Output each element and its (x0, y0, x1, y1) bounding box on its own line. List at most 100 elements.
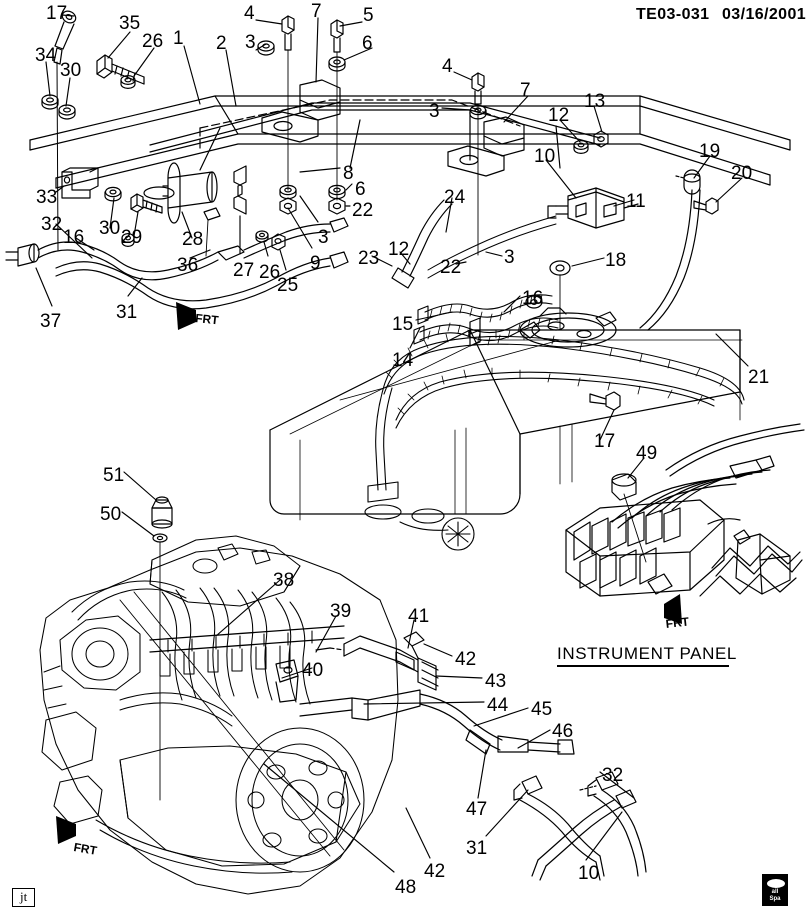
part-28-fuel-filter (143, 162, 218, 224)
callout-number: 7 (311, 1, 322, 22)
part-16-clip-mid (525, 295, 543, 309)
section-label-instrument-panel: INSTRUMENT PANEL (557, 644, 737, 663)
callout-number: 6 (355, 179, 366, 200)
part-22-nut-a (279, 197, 297, 215)
callout-number: 42 (455, 649, 477, 670)
callout-number: 30 (60, 60, 82, 81)
part-34-washer (41, 94, 59, 110)
part-17-rod (53, 10, 77, 251)
part-3-washer-right (469, 104, 487, 120)
callout-number: 2 (216, 33, 227, 54)
callout-number: 12 (548, 105, 570, 126)
part-11-module (555, 187, 639, 229)
callout-number: 30 (99, 218, 121, 239)
callout-number: 3 (429, 101, 440, 122)
drawing-date: 03/16/2001 (722, 6, 807, 23)
logo-line-1: all (771, 889, 779, 895)
callout-number: 4 (442, 56, 453, 77)
callout-number: 40 (302, 660, 324, 681)
callout-number: 25 (277, 275, 299, 296)
drawing-number: TE03-031 (636, 6, 710, 23)
part-49-grommet (611, 473, 647, 563)
callout-number: 22 (440, 257, 462, 278)
callout-number: 12 (388, 239, 410, 260)
callout-number: 20 (731, 163, 753, 184)
part-7-bracket-left (261, 79, 341, 143)
callout-number: 31 (116, 302, 138, 323)
instrument-panel-assembly (565, 423, 805, 597)
callout-number: 23 (358, 248, 380, 269)
callout-number: 9 (310, 253, 321, 274)
callout-number: 7 (520, 80, 531, 101)
frt-label-tank: FRT (194, 311, 220, 328)
callout-number: 36 (177, 255, 199, 276)
callout-number: 32 (602, 765, 624, 786)
publisher-logo: all Spa (762, 874, 788, 906)
part-5-bolt (330, 19, 344, 201)
part-36-fitting (203, 207, 221, 257)
callout-number: 16 (522, 288, 544, 309)
callout-number: 29 (121, 227, 143, 248)
callout-number: 13 (584, 91, 606, 112)
part-4-bolt-right (471, 72, 485, 256)
hose-19-to-tank (639, 189, 693, 329)
callout-number: 47 (466, 799, 488, 820)
callout-number: 38 (273, 570, 295, 591)
logo-oval (767, 879, 785, 888)
frt-arrows (56, 302, 682, 844)
callout-number: 28 (182, 229, 204, 250)
callout-number: 50 (100, 504, 122, 525)
callout-number: 24 (444, 187, 466, 208)
callout-number: 5 (363, 5, 374, 26)
lower-left-hose-assembly (5, 217, 349, 310)
part-33-bracket (61, 167, 99, 199)
logo-line-2: Spa (769, 896, 781, 902)
part-7-bracket-right (447, 116, 525, 177)
callout-number: 33 (36, 187, 58, 208)
part-51-cap (151, 496, 173, 529)
artist-stamp: jt (12, 888, 36, 907)
part-16-clip-left (121, 233, 135, 247)
callout-number: 42 (424, 861, 446, 882)
part-13-nut (593, 130, 609, 148)
callout-number: 44 (487, 695, 509, 716)
callout-number: 3 (318, 227, 329, 248)
hose-24 (401, 199, 445, 273)
part-17-bolt-tank (589, 391, 621, 411)
callout-number: 32 (41, 214, 63, 235)
part-26-washer-top (120, 74, 136, 89)
part-29-bolt (130, 193, 163, 214)
callout-number: 49 (636, 443, 658, 464)
part-30-washer-top (58, 104, 76, 120)
callout-number: 16 (63, 227, 85, 248)
frame-rail-assembly (29, 95, 791, 189)
callout-number: 17 (46, 3, 68, 24)
callout-number: 34 (35, 45, 57, 66)
callout-number: 37 (40, 311, 62, 332)
callout-number: 3 (245, 32, 256, 53)
callout-number: 22 (352, 200, 374, 221)
frt-label-instrument-panel: FRT (665, 614, 690, 631)
callout-number: 27 (233, 260, 255, 281)
part-35-bolt (96, 54, 145, 85)
callout-number: 43 (485, 671, 507, 692)
callout-number: 35 (119, 13, 141, 34)
fuel-sender-assembly (519, 307, 617, 348)
fuel-tank (269, 329, 743, 521)
fuel-line-assembly-lower (275, 631, 575, 755)
callout-number: 48 (395, 877, 417, 898)
callout-number: 10 (578, 863, 600, 884)
callout-number: 10 (534, 146, 556, 167)
callout-number: 11 (626, 191, 646, 212)
callout-number: 46 (552, 721, 574, 742)
callout-number: 39 (330, 601, 352, 622)
leader-lines (35, 14, 749, 873)
callout-number: 31 (466, 838, 488, 859)
callout-number: 3 (504, 247, 515, 268)
part-50-washer (152, 533, 168, 801)
part-4-bolt-left (281, 15, 295, 191)
part-22-nut-b (328, 197, 346, 215)
callout-number: 45 (531, 699, 553, 720)
